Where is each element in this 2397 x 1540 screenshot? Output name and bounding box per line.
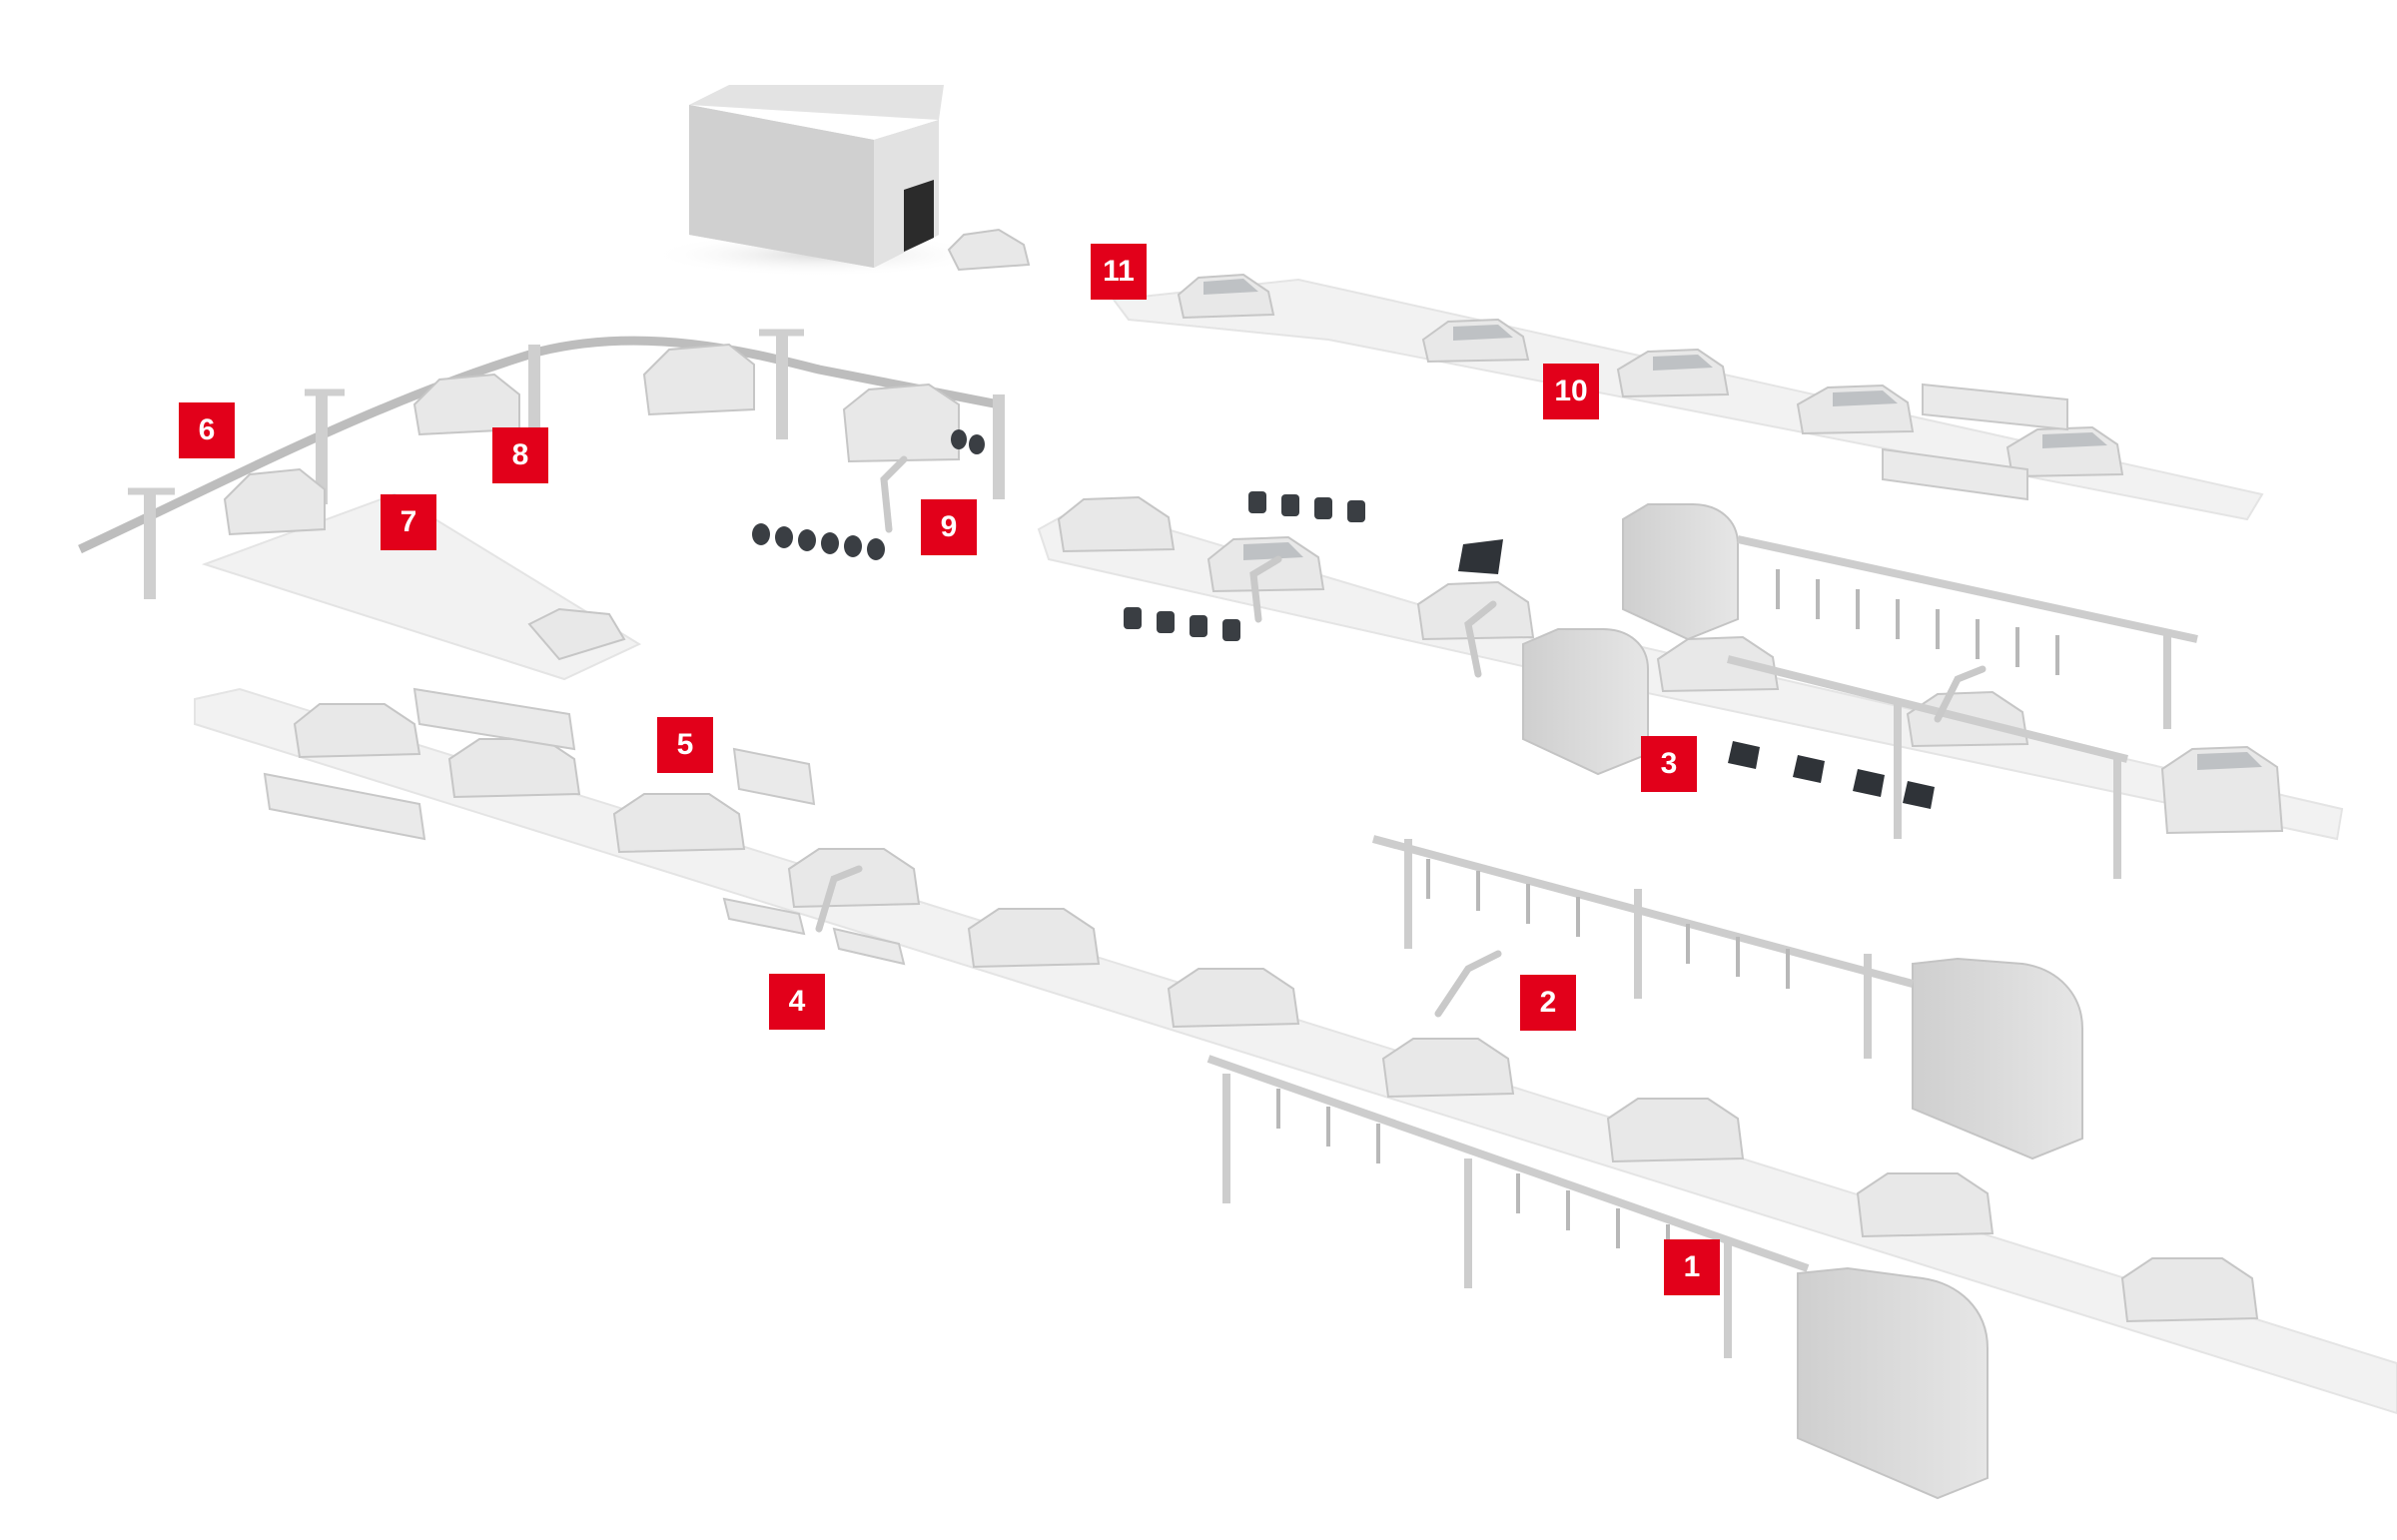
station-marker-7[interactable]: 7 <box>381 494 436 550</box>
station-marker-8[interactable]: 8 <box>492 427 548 483</box>
station-marker-5[interactable]: 5 <box>657 717 713 773</box>
station-marker-3[interactable]: 3 <box>1641 736 1697 792</box>
parts-racks <box>263 383 2068 966</box>
station-marker-6[interactable]: 6 <box>179 402 235 458</box>
tires <box>752 429 985 560</box>
station-marker-1[interactable]: 1 <box>1664 1239 1720 1295</box>
seats <box>1124 491 1365 641</box>
station-marker-10[interactable]: 10 <box>1543 364 1599 419</box>
paint-booths <box>1522 503 2083 1500</box>
warehouse-building <box>649 85 989 277</box>
station-marker-4[interactable]: 4 <box>769 974 825 1030</box>
station-marker-2[interactable]: 2 <box>1520 975 1576 1031</box>
gantries <box>1206 535 2198 1358</box>
station-marker-11[interactable]: 11 <box>1091 244 1147 300</box>
station-marker-9[interactable]: 9 <box>921 499 977 555</box>
car-bodies <box>223 228 2284 1323</box>
robots <box>815 455 1987 1018</box>
